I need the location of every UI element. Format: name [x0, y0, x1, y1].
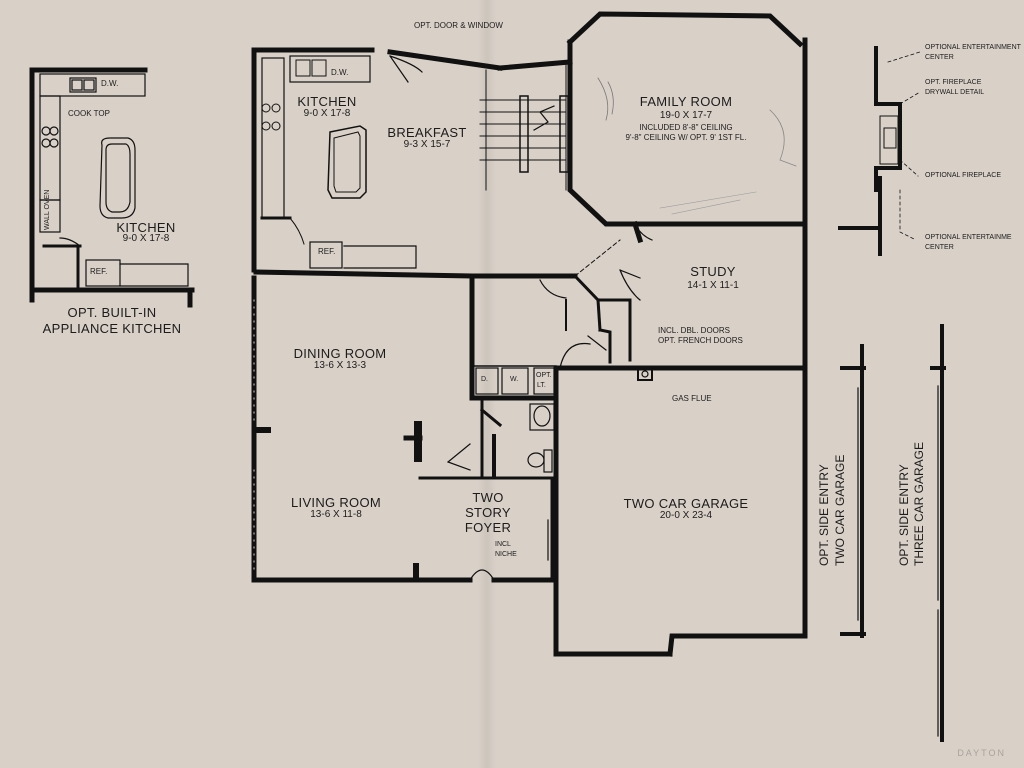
- fireplace-drywall-2: DRYWALL DETAIL: [925, 89, 985, 96]
- garage-dim: 20-0 X 23-4: [659, 510, 713, 521]
- fireplace-detail-walls: [838, 46, 902, 256]
- side-entry-two-car-walls: [840, 344, 866, 638]
- foyer-niche-1: INCL: [495, 541, 511, 548]
- alt-kitchen-dim: 9-0 X 17-8: [122, 233, 170, 244]
- family-room-note-1: INCLUDED 8'-8" CEILING: [639, 123, 733, 132]
- fireplace-ent-bot-1: OPTIONAL ENTERTAINME: [925, 234, 1012, 241]
- fireplace-drywall-1: OPT. FIREPLACE: [925, 79, 982, 86]
- foyer-line-1: TWO: [472, 490, 504, 505]
- foyer-line-2: STORY: [465, 505, 511, 520]
- study-dim: 14-1 X 11-1: [687, 280, 739, 291]
- side-entry-three-line-1: OPT. SIDE ENTRY: [897, 464, 911, 566]
- dayton-watermark: DAYTON: [957, 748, 1006, 758]
- dining-room-dim: 13-6 X 13-3: [313, 360, 367, 371]
- side-entry-two-line-2: TWO CAR GARAGE: [833, 454, 847, 566]
- alt-kitchen-dw-label: D.W.: [101, 79, 119, 88]
- garage-name: TWO CAR GARAGE: [623, 496, 749, 511]
- alt-kitchen-caption-2: APPLIANCE KITCHEN: [42, 321, 182, 336]
- side-entry-two-line-1: OPT. SIDE ENTRY: [817, 464, 831, 566]
- breakfast-dim: 9-3 X 15-7: [403, 139, 451, 150]
- gas-flue-label: GAS FLUE: [672, 394, 712, 403]
- kitchen-ref-label: REF.: [318, 247, 336, 256]
- study-note-2: OPT. FRENCH DOORS: [658, 336, 743, 345]
- opt-door-window-note: OPT. DOOR & WINDOW: [414, 21, 503, 30]
- main-interior-walls: [253, 55, 806, 653]
- laundry-lt-label: LT.: [537, 382, 546, 389]
- foyer-line-3: FOYER: [464, 520, 512, 535]
- fireplace-ent-bot-2: CENTER: [925, 244, 954, 251]
- family-room-name: FAMILY ROOM: [639, 94, 733, 109]
- study-name: STUDY: [690, 264, 736, 279]
- living-room-dim: 13-6 X 11-8: [310, 509, 362, 520]
- alt-kitchen-cabinets: [39, 73, 189, 288]
- fireplace-optional-label: OPTIONAL FIREPLACE: [925, 172, 1001, 179]
- living-room-name: LIVING ROOM: [291, 495, 381, 510]
- fireplace-detail-leaders: [887, 51, 921, 241]
- family-room-dim: 19-0 X 17-7: [659, 110, 713, 121]
- kitchen-dim: 9-0 X 17-8: [303, 108, 351, 119]
- laundry-opt-label: OPT.: [536, 372, 552, 379]
- family-room-note-2: 9'-8" CEILING W/ OPT. 9' 1ST FL.: [625, 133, 747, 142]
- alt-kitchen-walls: [29, 67, 195, 308]
- alt-kitchen-caption-1: OPT. BUILT-IN: [67, 305, 157, 320]
- alt-kitchen-wall-oven-label: WALL OVEN: [44, 189, 51, 230]
- side-entry-three-car-walls: [930, 324, 946, 742]
- breakfast-name: BREAKFAST: [387, 125, 467, 140]
- alt-kitchen-cooktop-label: COOK TOP: [68, 109, 110, 118]
- kitchen-dw-label: D.W.: [331, 68, 349, 77]
- laundry-washer-label: W.: [510, 376, 519, 383]
- study-note-1: INCL. DBL. DOORS: [658, 326, 731, 335]
- foyer-niche-2: NICHE: [495, 551, 517, 558]
- laundry-dryer-label: D.: [481, 376, 488, 383]
- alt-kitchen-name: KITCHEN: [116, 220, 176, 235]
- side-entry-three-line-2: THREE CAR GARAGE: [912, 441, 926, 566]
- kitchen-name: KITCHEN: [297, 94, 357, 109]
- fireplace-ent-top-2: CENTER: [925, 54, 954, 61]
- dining-room-name: DINING ROOM: [293, 346, 387, 361]
- alt-kitchen-ref-label: REF.: [90, 267, 108, 276]
- fireplace-ent-top-1: OPTIONAL ENTERTAINMENT: [925, 44, 1021, 51]
